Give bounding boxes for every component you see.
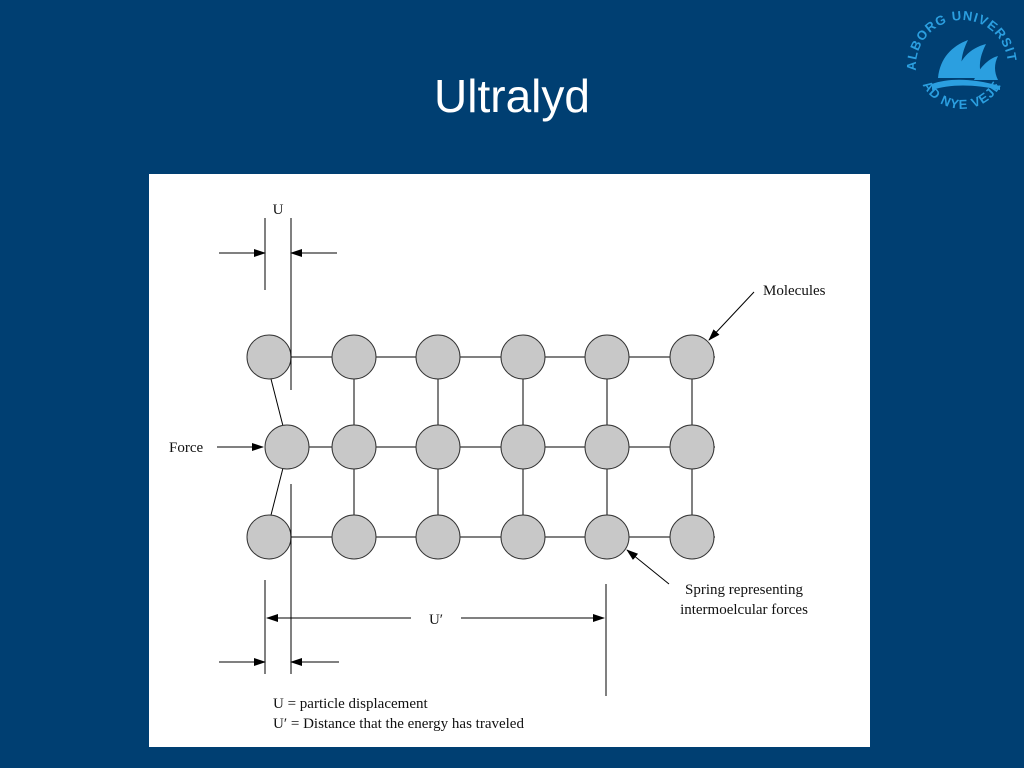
molecule (584, 334, 630, 380)
u-dimension (219, 218, 337, 390)
molecule (331, 514, 377, 560)
molecule (584, 514, 630, 560)
label-spring-line2: intermoelcular forces (680, 602, 808, 618)
slide-title: Ultralyd (434, 70, 590, 122)
molecule (246, 334, 292, 380)
spring-arrow (626, 549, 670, 585)
label-u: U (273, 202, 284, 218)
label-spring-line1: Spring representing (685, 582, 803, 598)
logo-emblem (932, 40, 1000, 90)
label-molecules: Molecules (763, 283, 826, 299)
label-u-prime: U′ (429, 612, 443, 628)
molecule (500, 514, 546, 560)
university-logo: AALBORG UNIVERSITET AD NYE VEJE (895, 0, 1024, 126)
legend-line2: U′ = Distance that the energy has travel… (273, 716, 524, 732)
molecules (246, 334, 715, 560)
molecule (500, 334, 546, 380)
u-prime-dimension (219, 484, 607, 696)
molecules-arrow (708, 291, 755, 341)
molecule (669, 514, 715, 560)
molecule (415, 424, 461, 470)
molecule (669, 424, 715, 470)
molecule (264, 424, 310, 470)
molecule (500, 424, 546, 470)
molecule (415, 334, 461, 380)
molecule-lattice-figure: U Molecules Force Spring representing in… (149, 174, 870, 747)
university-seal-icon: AALBORG UNIVERSITET AD NYE VEJE (895, 0, 1019, 112)
molecule (331, 424, 377, 470)
molecule (415, 514, 461, 560)
legend-line1: U = particle displacement (273, 696, 428, 712)
molecule (331, 334, 377, 380)
molecule (669, 334, 715, 380)
molecule (246, 514, 292, 560)
label-force: Force (169, 440, 203, 456)
molecule (584, 424, 630, 470)
